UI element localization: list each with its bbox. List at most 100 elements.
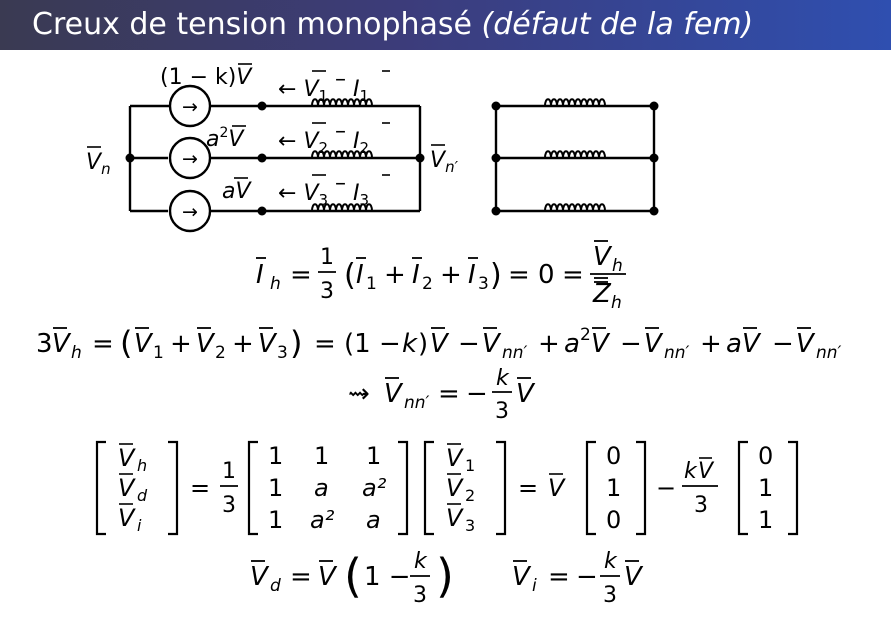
svg-text:=: =: [548, 562, 570, 592]
voltage-current-label-3: ← V3 – I3: [278, 171, 369, 209]
svg-text:1: 1: [268, 442, 283, 470]
svg-text:=: =: [290, 260, 312, 290]
svg-text:d: d: [137, 486, 148, 505]
svg-text:=: =: [314, 329, 336, 359]
svg-text:1: 1: [153, 343, 164, 363]
svg-text:=: =: [562, 260, 584, 290]
svg-text:k: k: [414, 549, 428, 574]
svg-text:=: =: [92, 329, 114, 359]
svg-text:3: 3: [320, 279, 334, 304]
svg-text:I: I: [356, 260, 364, 290]
svg-text:+: +: [384, 260, 406, 290]
svg-text:3: 3: [694, 493, 708, 518]
svg-text:1: 1: [758, 474, 773, 502]
svg-text:V: V: [196, 329, 216, 359]
svg-text:1: 1: [314, 442, 329, 470]
svg-text:0: 0: [606, 442, 621, 470]
svg-text:=: =: [290, 562, 312, 592]
title-main: Creux de tension monophasé: [32, 7, 472, 42]
svg-text:(: (: [344, 549, 362, 603]
svg-text:2: 2: [580, 325, 591, 345]
svg-text:V: V: [250, 562, 270, 592]
source-symbol: [168, 136, 212, 180]
svg-text:i: i: [137, 516, 142, 535]
svg-text:−: −: [466, 379, 488, 409]
svg-text:h: h: [270, 274, 281, 294]
emf-label-2: a2V: [206, 125, 245, 152]
svg-text:3: 3: [413, 583, 427, 608]
svg-text:0: 0: [538, 260, 555, 290]
svg-text:): ): [490, 258, 502, 293]
svg-text:I: I: [256, 260, 264, 290]
svg-text:): ): [290, 324, 302, 362]
svg-text:1: 1: [366, 442, 381, 470]
svg-text:V: V: [52, 329, 72, 359]
svg-text:1: 1: [606, 474, 621, 502]
source-symbol: [168, 84, 212, 128]
svg-text:k: k: [604, 549, 618, 574]
svg-text:I: I: [468, 260, 476, 290]
svg-text:nn′: nn′: [404, 393, 430, 413]
svg-text:−: −: [576, 562, 598, 592]
svg-text:a²: a²: [310, 506, 335, 534]
neutral-left-label: Vn: [86, 150, 111, 178]
svg-text:+: +: [538, 329, 560, 359]
svg-text:k: k: [684, 459, 698, 484]
svg-text:1: 1: [320, 245, 334, 270]
svg-text:−: −: [458, 329, 480, 359]
title-italic: (défaut de la fem): [481, 7, 754, 42]
svg-text:i: i: [532, 576, 537, 596]
svg-text:h: h: [137, 456, 147, 475]
neutral-right-label: Vn′: [430, 148, 459, 176]
svg-text:V: V: [698, 459, 715, 484]
svg-text:=: =: [508, 260, 530, 290]
svg-text:V: V: [516, 379, 536, 409]
svg-text:V: V: [446, 444, 464, 472]
svg-text:V: V: [796, 329, 816, 359]
faulted-circuit: [128, 84, 422, 233]
svg-text:nn′: nn′: [502, 343, 528, 363]
svg-text:V: V: [593, 242, 613, 272]
svg-text:I: I: [412, 260, 420, 290]
svg-text:d: d: [270, 576, 281, 596]
svg-text:nn′: nn′: [816, 343, 842, 363]
svg-text:2: 2: [422, 274, 433, 294]
svg-text:a: a: [366, 506, 381, 534]
svg-text:h: h: [612, 256, 623, 276]
svg-text:V: V: [318, 562, 338, 592]
svg-text:k: k: [402, 329, 418, 359]
svg-text:1: 1: [465, 456, 475, 475]
source-symbol: [168, 189, 212, 233]
svg-text:1: 1: [222, 459, 236, 484]
slide-header: Creux de tension monophasé (défaut de la…: [0, 0, 891, 50]
svg-text:1: 1: [268, 506, 283, 534]
svg-text:=: =: [438, 379, 460, 409]
svg-text:3: 3: [603, 583, 617, 608]
svg-text:V: V: [446, 474, 464, 502]
svg-text:2: 2: [215, 343, 226, 363]
svg-text:V: V: [134, 329, 154, 359]
svg-text:V: V: [548, 474, 566, 502]
svg-text:V: V: [118, 444, 136, 472]
svg-text:V: V: [118, 474, 136, 502]
svg-text:−: −: [772, 329, 794, 359]
svg-text:=: =: [518, 474, 538, 502]
svg-text:1: 1: [268, 474, 283, 502]
svg-text:V: V: [624, 562, 644, 592]
svg-text:V: V: [430, 329, 450, 359]
svg-text:3: 3: [465, 516, 475, 535]
svg-text:V: V: [258, 329, 278, 359]
coefficient-matrix: 1 1 1 1 a a² 1 a² a: [268, 442, 387, 534]
svg-text:a: a: [314, 474, 329, 502]
svg-text:0: 0: [758, 442, 773, 470]
svg-text:h: h: [611, 293, 622, 313]
svg-text:k: k: [496, 366, 510, 391]
svg-text:−: −: [656, 474, 676, 502]
source-arrow-icon: →: [182, 96, 198, 118]
svg-text:3: 3: [36, 329, 53, 359]
svg-text:V: V: [591, 329, 611, 359]
svg-text:nn′: nn′: [664, 343, 690, 363]
